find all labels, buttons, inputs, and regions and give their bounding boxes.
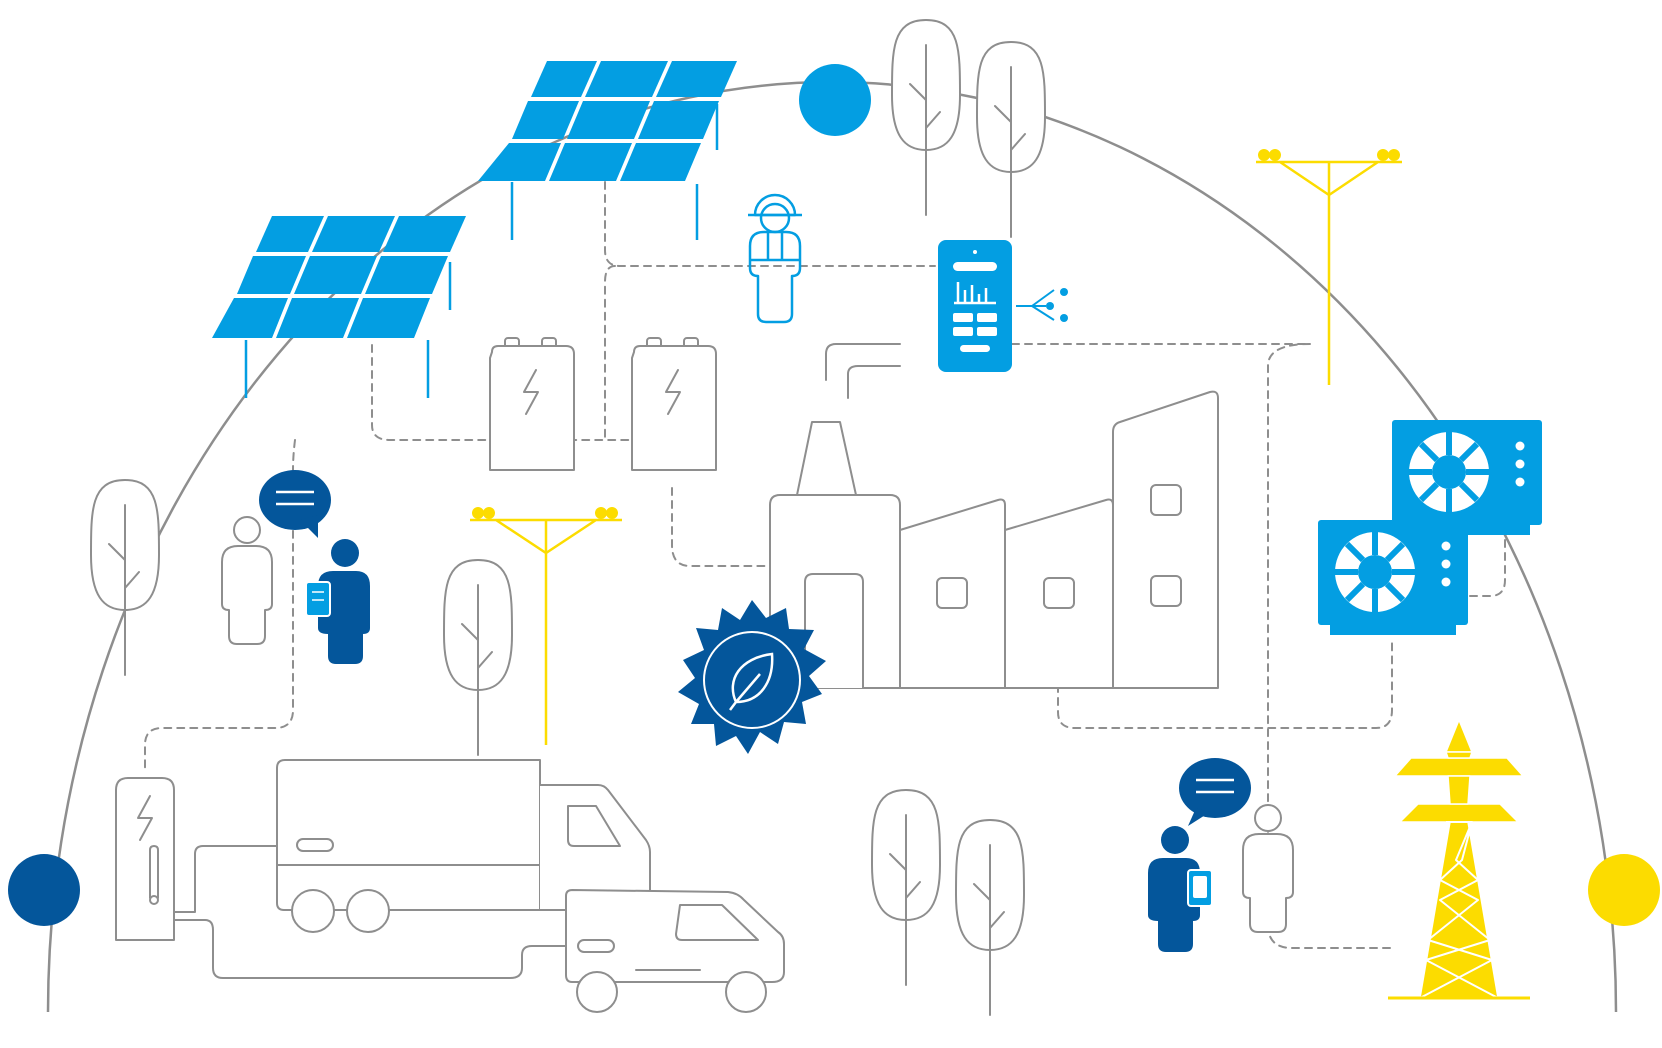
power-line-pole-icon (1256, 149, 1402, 385)
tree-icon (443, 559, 513, 756)
power-line-pole-icon (470, 507, 622, 745)
tree-icon (871, 789, 941, 986)
van-icon (565, 889, 785, 1013)
node-circle-yellow (1588, 854, 1660, 926)
node-circle-blue (799, 64, 871, 136)
smartphone-app-icon (938, 240, 1068, 372)
truck-icon (276, 759, 651, 933)
battery-icon (631, 337, 717, 471)
transmission-tower-icon (1388, 719, 1530, 1000)
factory-icon (769, 343, 1219, 689)
tree-icon (955, 819, 1025, 1016)
node-circle-dark-blue (8, 854, 80, 926)
person-icon (1242, 804, 1294, 933)
battery-icon (489, 337, 575, 471)
person-icon (1148, 826, 1213, 952)
solar-panel-icon (478, 61, 737, 240)
ev-charger-icon (115, 777, 581, 979)
heat-pump-icon (1318, 520, 1468, 635)
person-icon (221, 516, 273, 645)
speech-bubble-icon (1179, 758, 1251, 826)
technician-icon (748, 193, 802, 324)
person-icon (305, 539, 370, 664)
speech-bubble-icon (259, 470, 331, 538)
tree-icon (90, 479, 160, 676)
tree-icon (891, 19, 961, 216)
tree-icon (976, 41, 1046, 238)
heat-pump-icon (1392, 420, 1542, 535)
solar-panel-icon (212, 216, 466, 398)
eco-leaf-badge-icon (678, 600, 826, 754)
